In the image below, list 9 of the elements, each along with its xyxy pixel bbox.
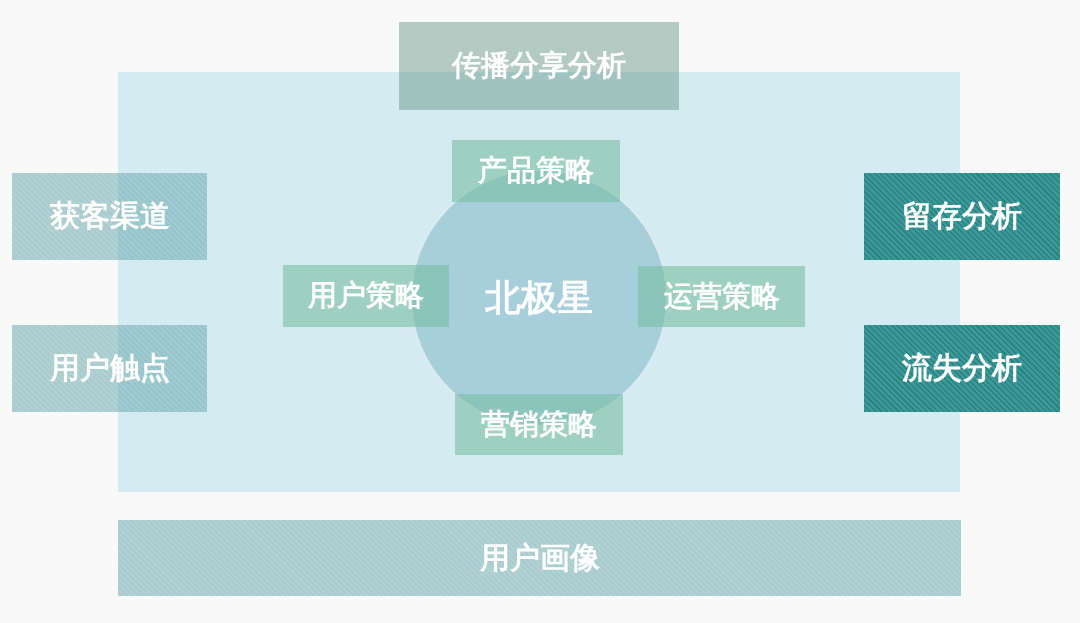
text-box: 运营策略 (638, 266, 805, 327)
text-box: 产品策略 (452, 140, 620, 202)
hatched-box: 获客渠道 (12, 173, 207, 260)
text-box: 用户策略 (283, 265, 449, 327)
hatched-box: 流失分析 (864, 325, 1060, 412)
hatched-box: 用户画像 (118, 520, 961, 596)
text-box: 营销策略 (455, 394, 623, 455)
hatched-box: 留存分析 (864, 173, 1060, 260)
hatched-box: 用户触点 (12, 325, 207, 412)
